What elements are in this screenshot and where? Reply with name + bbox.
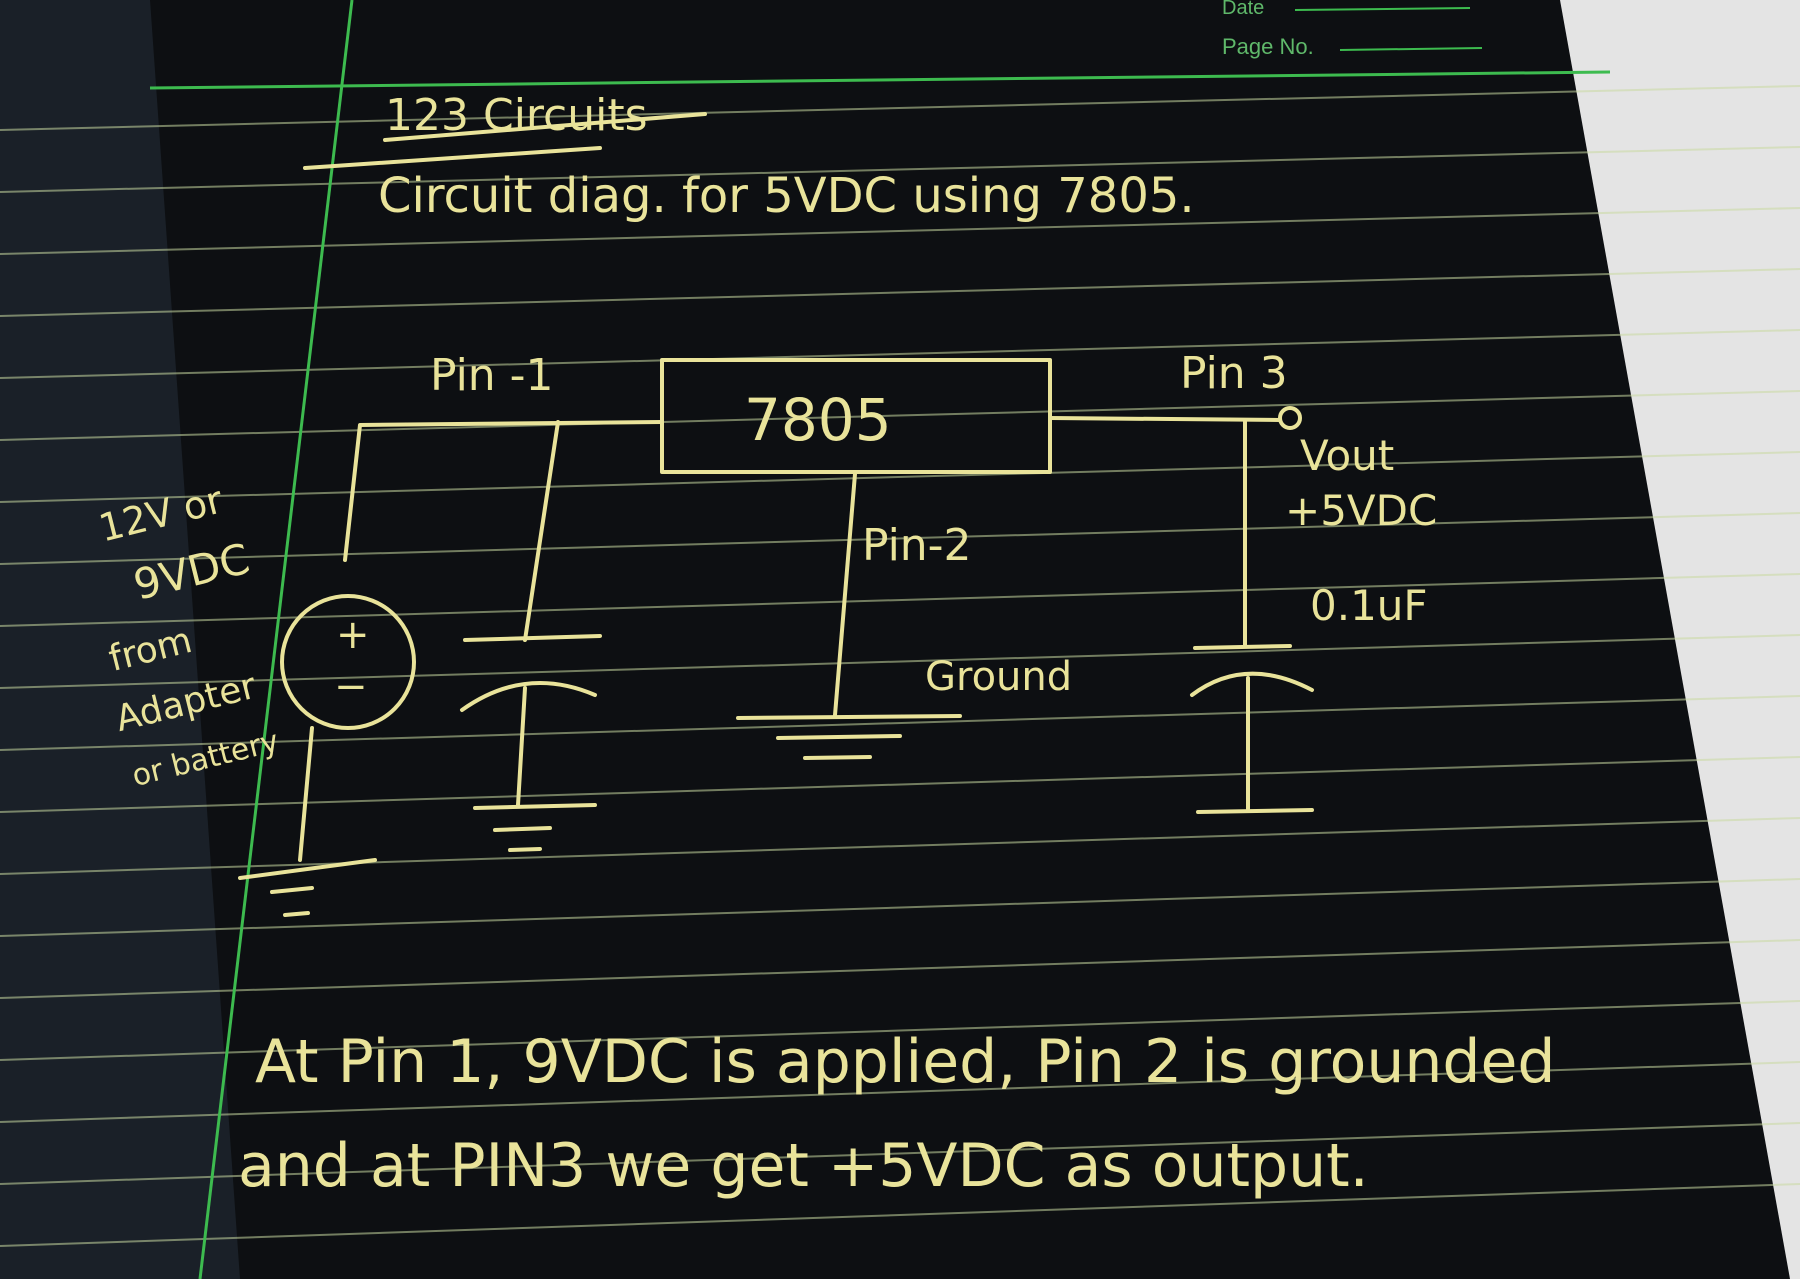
top-header-line [149,70,1611,90]
ground-symbol-3 [803,755,872,760]
output-terminal [1278,406,1302,430]
rule-line [0,207,1800,255]
input-cap-ground-2 [493,826,552,832]
input-cap-lead [523,420,560,642]
ic-label: 7805 [744,386,892,454]
note-line-2: and at PIN3 we get +5VDC as output. [238,1131,1369,1201]
source-ground-wire [298,726,314,862]
rule-line [0,1061,1800,1123]
rule-line [0,329,1800,379]
output-cap-plate-bottom [1190,671,1314,697]
source-minus: − [334,664,368,710]
rule-line [0,512,1800,565]
rule-line [0,85,1800,131]
pin2-label: Pin-2 [862,520,972,571]
note-line-1: At Pin 1, 9VDC is applied, Pin 2 is grou… [255,1027,1556,1097]
input-cap-ground-3 [508,847,542,852]
page-no-underline [1339,47,1483,51]
ground-symbol-1 [736,714,962,720]
date-label: Date [1222,0,1264,19]
explanation-note: At Pin 1, 9VDC is applied, Pin 2 is grou… [238,1027,1556,1201]
rule-line [0,695,1800,751]
source-ground-2 [270,886,314,894]
source-ground-1 [238,858,377,880]
heading-underline [383,112,707,142]
source-plus: + [336,612,370,658]
margin-line [198,0,354,1279]
input-cap-ground-1 [473,803,597,810]
vout-value: +5VDC [1285,486,1437,535]
pin2-wire [833,472,857,717]
voltage-source [280,594,416,730]
circuit-diagram: 7805 Pin -1 Pin 3 Pin-2 Ground Vout +5VD… [95,348,1437,917]
pin3-label: Pin 3 [1180,348,1288,399]
ground-label: Ground [925,654,1072,700]
heading: 123 Circuits [385,90,648,141]
pin1-label: Pin -1 [430,350,554,401]
output-wire [1048,416,1282,422]
page-title: Circuit diag. for 5VDC using 7805. [378,168,1195,224]
input-cap-lead-bottom [516,686,527,807]
rule-line [0,756,1800,813]
vout-label: Vout [1300,431,1394,480]
rule-line [0,268,1800,317]
notebook-left-page [0,0,240,1279]
rule-line [0,1183,1800,1247]
input-wire [343,420,664,562]
rule-line [0,1000,1800,1061]
output-cap-plate-top [1193,644,1292,650]
output-cap-ground-1 [1196,808,1314,814]
input-cap-plate-top [463,634,602,642]
source-ground-3 [283,911,310,917]
rule-line [0,634,1800,689]
rule-line [0,1122,1800,1185]
date-underline [1294,7,1471,11]
heading-underline-2 [303,146,602,170]
rule-line [0,817,1800,875]
regulator-ic-box [660,358,1052,474]
input-cap-plate-bottom [460,681,597,712]
page-no-label: Page No. [1222,34,1314,59]
rule-line [0,878,1800,937]
cap-value: 0.1uF [1310,581,1428,630]
rule-line [0,451,1800,503]
rule-line [0,939,1800,999]
rule-line [0,146,1800,193]
ground-symbol-2 [776,734,902,740]
